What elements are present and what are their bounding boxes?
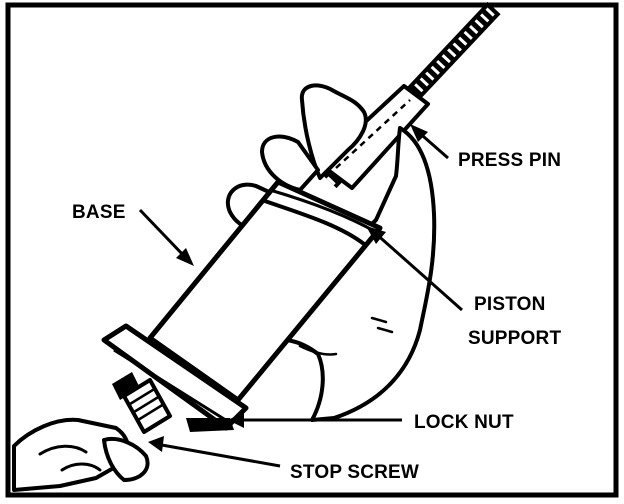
press-pin-leader xyxy=(410,124,449,160)
base-label: BASE xyxy=(72,202,126,223)
stop-screw-leader xyxy=(148,436,281,468)
base-cylinder xyxy=(147,179,383,403)
piston-support-band xyxy=(261,198,366,246)
lock-nut-flange xyxy=(101,323,249,432)
hand-drawing xyxy=(226,83,437,422)
piston-support-label-line2: SUPPORT xyxy=(468,328,561,349)
press-pin-label: PRESS PIN xyxy=(458,150,561,171)
lock-nut-label: LOCK NUT xyxy=(414,412,514,433)
stop-screw xyxy=(112,372,172,434)
lock-nut-leader xyxy=(228,412,402,428)
press-pin-sleeve xyxy=(318,84,430,190)
piston-support-label-line1: PISTON xyxy=(474,294,546,315)
diagram-frame xyxy=(5,2,619,498)
stop-screw-label: STOP SCREW xyxy=(290,462,419,483)
piston-support-leader xyxy=(366,226,463,312)
base-leader xyxy=(138,208,194,266)
lower-hand-drawing xyxy=(12,417,150,492)
